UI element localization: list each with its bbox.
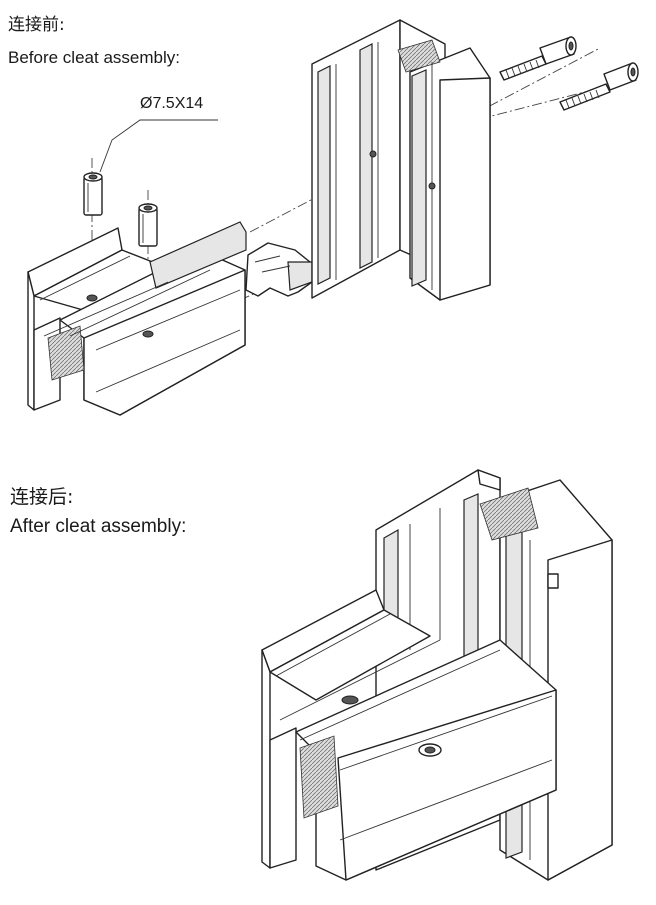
before-assembly-drawing	[27, 19, 639, 416]
socket-head-screw	[559, 62, 639, 111]
corner-cleat	[245, 242, 313, 297]
horizontal-profile-assembled	[261, 589, 557, 881]
vertical-profile	[311, 19, 491, 301]
socket-head-screw	[499, 36, 577, 81]
cleat-pin	[138, 203, 158, 247]
after-assembly-drawing	[261, 469, 613, 881]
after-title-chinese: 连接后:	[10, 486, 74, 508]
after-title-english: After cleat assembly:	[10, 516, 187, 537]
pin-dimension-label: Ø7.5X14	[140, 95, 204, 112]
before-title-english: Before cleat assembly:	[8, 48, 180, 67]
before-title-chinese: 连接前:	[8, 15, 65, 35]
dimension-leader	[99, 119, 218, 173]
cleat-pin	[83, 172, 103, 216]
horizontal-profile	[27, 221, 247, 416]
